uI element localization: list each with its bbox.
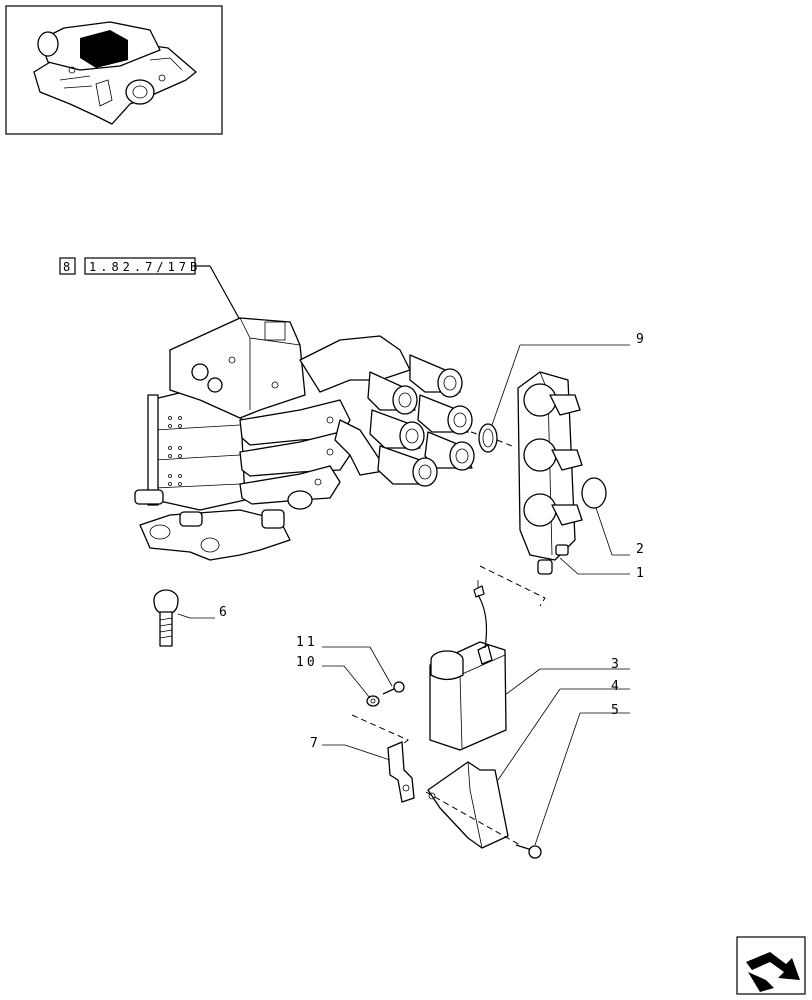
part-5-screw[interactable] — [515, 844, 542, 859]
callout-4[interactable]: 4 — [611, 679, 622, 694]
callout-numbers: 9 2 1 6 11 10 3 4 5 7 — [219, 332, 647, 751]
quick-coupler-group — [367, 354, 475, 487]
part-1-coupler-manifold[interactable] — [517, 371, 583, 575]
next-page-arrow-icon[interactable] — [736, 936, 806, 995]
part-6-bolt[interactable] — [153, 589, 179, 647]
part-3-reservoir[interactable] — [429, 580, 507, 751]
control-valve-assembly — [134, 317, 475, 561]
part-9-o-ring[interactable] — [470, 423, 513, 453]
callout-9[interactable]: 9 — [636, 332, 647, 347]
part-7-mounting-bracket[interactable] — [387, 741, 415, 803]
callout-3[interactable]: 3 — [611, 657, 622, 672]
part-4-bracket[interactable] — [427, 761, 509, 849]
part-10-washer[interactable] — [366, 695, 380, 707]
assembly-dashed-lines — [351, 565, 546, 846]
part-2-cap[interactable] — [581, 477, 607, 509]
callout-5[interactable]: 5 — [611, 703, 622, 718]
reference-code: 1.82.7/17B — [89, 260, 201, 274]
reference-box-number: 8 — [63, 260, 74, 274]
reference-label[interactable]: 8 1.82.7/17B — [59, 257, 241, 321]
callout-2[interactable]: 2 — [636, 542, 647, 557]
callout-6[interactable]: 6 — [219, 605, 230, 620]
thumbnail-frame[interactable] — [5, 5, 223, 135]
callout-7[interactable]: 7 — [310, 736, 321, 751]
callout-10[interactable]: 10 — [296, 655, 318, 670]
callout-leaders — [177, 344, 630, 846]
tractor-hydraulic-assembly-thumbnail-icon — [33, 21, 197, 125]
callout-11[interactable]: 11 — [296, 635, 318, 650]
callout-1[interactable]: 1 — [636, 566, 647, 581]
part-11-bolt[interactable] — [382, 681, 405, 695]
